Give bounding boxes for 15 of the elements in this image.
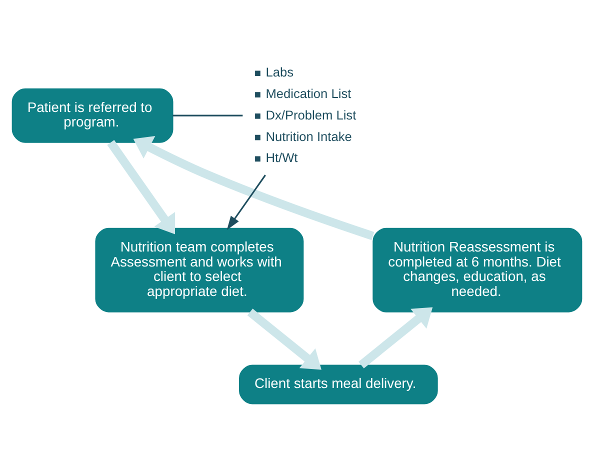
node-label: Medication List xyxy=(266,86,352,102)
connector xyxy=(172,114,243,116)
node-box: Patient is referred to program. xyxy=(12,88,174,143)
node-box: Client starts meal delivery. xyxy=(239,364,438,404)
arrow xyxy=(358,307,433,368)
arrow xyxy=(133,136,374,240)
arrow xyxy=(226,174,266,230)
node-box: Nutrition team completes Assessment and works with client to select appropriate diet. xyxy=(95,228,304,312)
arrow xyxy=(107,140,176,234)
node-label: Labs xyxy=(266,64,294,80)
arrow xyxy=(247,308,322,370)
node-label: Nutrition Intake xyxy=(266,128,352,144)
node-label: Ht/Wt xyxy=(266,150,298,166)
node-box: Nutrition Reassessment is completed at 6 months. Diet changes, education, as needed. xyxy=(372,228,582,312)
node-label: Dx/Problem List xyxy=(266,107,356,122)
